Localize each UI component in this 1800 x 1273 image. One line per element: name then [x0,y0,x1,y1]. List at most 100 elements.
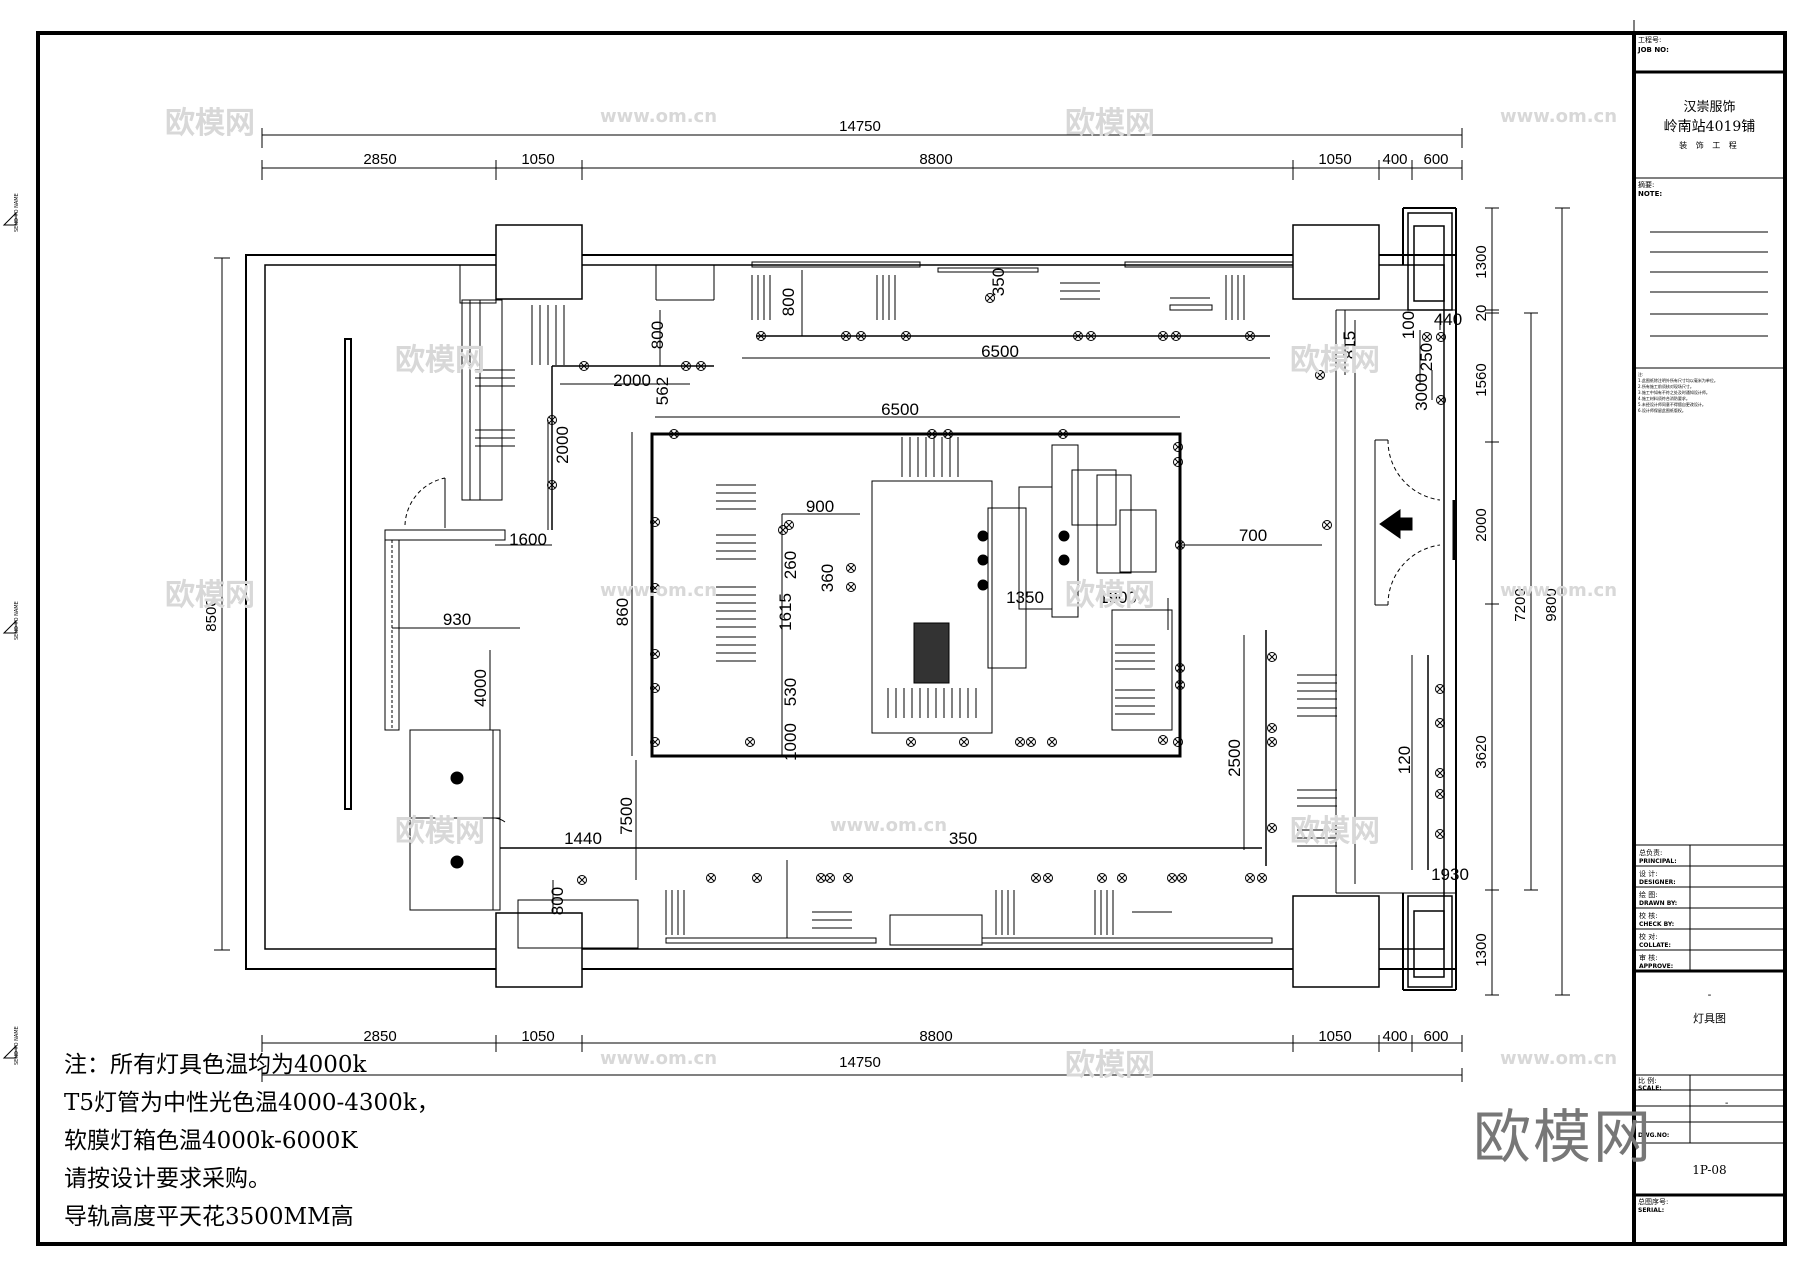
dim-interior: 700 [1239,526,1267,545]
bottom-dimension-lines [261,1035,1463,1082]
dim-right-inner: 7200 [1512,588,1529,621]
spotlight-icon [650,517,660,527]
spotlight-icon [985,293,995,303]
dim-interior: 350 [949,829,977,848]
dim-interior: 4000 [471,669,490,707]
spotlight-icon [1015,737,1025,747]
dim-interior: 440 [1434,310,1462,329]
dim-interior: 350 [989,268,1008,296]
watermark-logo: 欧模网 [395,343,485,378]
dim-bottom-seg-1: 2850 [363,1028,396,1045]
watermark-url: www.om.cn [600,1048,718,1069]
dim-top-seg-5: 400 [1382,151,1407,168]
spotlight-icon [1422,332,1432,342]
spotlight-icon [1175,663,1185,673]
watermark-url: www.om.cn [600,580,718,601]
spotlight-icon [856,331,866,341]
watermark-logo: 欧模网 [395,814,485,849]
title-block-grid [1634,70,1785,1197]
project-subtitle: 装 饰 工 程 [1679,141,1740,150]
spotlight-icon [1086,331,1096,341]
serial-label-en: SERIAL: [1638,1207,1665,1214]
downlight-icon [977,554,989,566]
spec-line: 1.此图纸除注明外所有尺寸均以毫米为单位。 [1638,378,1718,383]
spec-line: 4.施工材料须符合消防要求。 [1638,396,1690,401]
spotlight-icon [816,873,826,883]
spec-line: 5.未经设计师同意不得擅自更改设计。 [1638,402,1706,407]
spotlight-icon [650,683,660,693]
spotlight-icon [1026,737,1036,747]
dim-interior: 360 [818,564,837,592]
scale-value: - [1725,1098,1729,1109]
dim-interior: 800 [648,321,667,349]
interior-dimension-lines [392,270,1441,938]
dim-top-seg-6: 600 [1423,151,1448,168]
scale-label: 比 例: [1638,1077,1657,1085]
dim-right-seg-3: 1560 [1473,363,1490,396]
note-label-en: NOTE: [1638,190,1663,198]
dim-bottom-seg-4: 1050 [1318,1028,1351,1045]
left-edge-marks [2,211,17,1059]
dim-bottom-seg-3: 8800 [919,1028,952,1045]
dim-interior: 815 [1340,331,1359,359]
downlight-icon [977,579,989,591]
sheet-border [36,31,1787,1246]
spotlight-icon [1436,395,1446,405]
job-no-label-en: JOB NO: [1638,46,1669,54]
top-dimension-lines [261,128,1463,180]
scale-label-en: SCALE: [1638,1085,1662,1092]
watermark-logo: 欧模网 [1290,814,1380,849]
spec-line: 3.施工中如有不符之处及时通知设计师。 [1638,390,1710,395]
spotlight-icon [778,525,788,535]
note-line: 注：所有灯具色温均为4000k [64,1052,367,1078]
fitting-room-lamp-icon [450,855,464,869]
spec-line: 2.所有施工前须核对现场尺寸。 [1638,384,1694,389]
dim-top-seg-2: 1050 [521,151,554,168]
spotlight-icon [1175,680,1185,690]
dim-interior: 1615 [776,593,795,631]
dim-left-total: 8500 [203,598,220,631]
watermark-url: www.om.cn [1500,580,1618,601]
dim-interior: 250 [1417,343,1436,371]
entrance-arrow-icon [1374,439,1456,606]
spotlight-icon [1047,737,1057,747]
spotlight-icon [825,873,835,883]
spotlight-icon [1435,789,1445,799]
spotlight-icon [1171,331,1181,341]
note-line: 请按设计要求采购。 [64,1166,271,1192]
spotlight-icon [547,480,557,490]
dim-interior: 1000 [781,723,800,761]
spotlight-icon [1435,684,1445,694]
spotlight-icon [1267,652,1277,662]
dim-right-seg-4: 2000 [1473,508,1490,541]
t5-light-strips [475,275,1337,935]
watermark-logo: 欧模网 [165,106,255,141]
watermark-url: www.om.cn [830,815,948,836]
spotlight-icon [1435,718,1445,728]
spotlight-icon [1173,457,1183,467]
dim-right-seg-6: 1300 [1473,933,1490,966]
spotlight-icon [1158,331,1168,341]
spotlight-icon [1117,873,1127,883]
dim-bottom-seg-5: 400 [1382,1028,1407,1045]
spotlight-icon [1267,737,1277,747]
spotlight-icon [1322,520,1332,530]
spotlight-icon [901,331,911,341]
project-name: 岭南站4019铺 [1663,119,1756,135]
lighting-notes: 注：所有灯具色温均为4000k T5灯管为中性光色温4000-4300k， 软膜… [64,1046,440,1236]
dim-interior: 1930 [1431,865,1469,884]
spotlight-icon [1436,332,1446,342]
client-name: 汉崇服饰 [1683,100,1736,115]
fitting-room-lamp-icon [450,771,464,785]
watermark-brand-large: 欧模网 [1473,1103,1654,1171]
spotlight-icon [1267,723,1277,733]
drawing-title: 灯具图 [1693,1012,1726,1025]
dim-interior: 1600 [509,530,547,549]
dim-interior: 3000 [1412,373,1431,411]
walls [245,207,1457,991]
spotlight-fixtures [450,293,1446,885]
dim-interior: 1350 [1006,588,1044,607]
downlight-icon [977,530,989,542]
row-check-by: 校 核:CHECK BY: [1639,912,1675,928]
